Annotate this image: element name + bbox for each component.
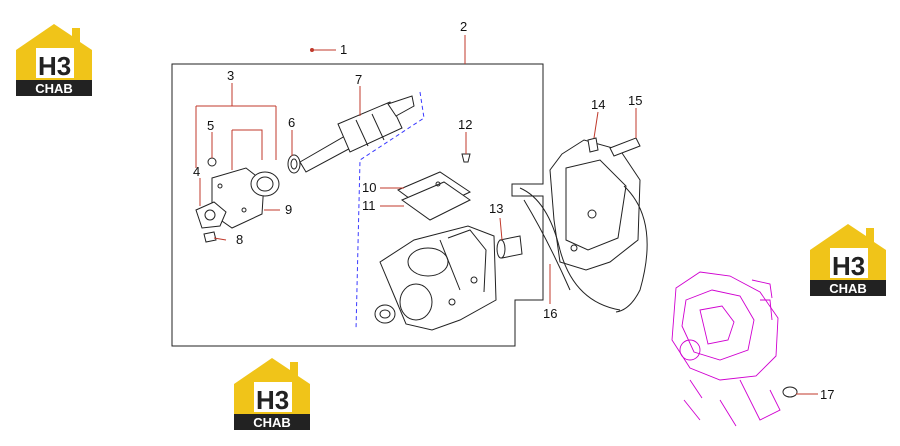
bolt-14-part xyxy=(587,137,599,153)
callout-4: 4 xyxy=(193,164,200,179)
logo-bottom-text: CHAB xyxy=(829,281,867,296)
logo-top-text: H3 xyxy=(832,251,865,281)
brand-logo-bottom: H3 CHAB xyxy=(234,358,310,430)
front-seal-part xyxy=(374,304,396,324)
subassembly-bracket xyxy=(355,91,425,331)
plug-17-part xyxy=(782,386,798,398)
callout-10: 10 xyxy=(362,180,376,195)
callout-7: 7 xyxy=(355,72,362,87)
callout-12: 12 xyxy=(458,117,472,132)
callout-11: 11 xyxy=(362,198,376,213)
callout-15: 15 xyxy=(628,93,642,108)
pin-part xyxy=(203,231,217,243)
bolt-15-part xyxy=(609,137,641,157)
seal-ring-part xyxy=(287,154,301,174)
callout-8: 8 xyxy=(236,232,243,247)
callout-labels: 1 2 3 4 5 6 7 8 9 10 11 12 13 14 15 16 1… xyxy=(193,19,834,402)
callout-1: 1 xyxy=(340,42,347,57)
callout-14: 14 xyxy=(591,97,605,112)
cylinder-part xyxy=(496,235,523,259)
callout-2: 2 xyxy=(460,19,467,34)
callout-5: 5 xyxy=(207,118,214,133)
main-housing-part xyxy=(379,225,497,331)
callout-17: 17 xyxy=(820,387,834,402)
shaft-part xyxy=(299,95,415,173)
assembly-outline xyxy=(171,63,544,347)
logo-bottom-text: CHAB xyxy=(253,415,291,430)
bolt-part xyxy=(207,157,217,167)
leader-lines xyxy=(195,35,818,395)
brand-logo-right: H3 CHAB xyxy=(810,224,886,296)
callout-13: 13 xyxy=(489,201,503,216)
plug-part xyxy=(461,153,471,163)
top-cover-plate xyxy=(396,171,472,221)
logo-top-text: H3 xyxy=(256,385,289,415)
gasket-part xyxy=(195,201,227,229)
callout-3: 3 xyxy=(227,68,234,83)
flywheel-housing-part xyxy=(519,139,648,313)
callout-16: 16 xyxy=(543,306,557,321)
brand-logo-top-left: H3 CHAB xyxy=(16,24,92,96)
logo-top-text: H3 xyxy=(38,51,71,81)
ghost-engine xyxy=(671,271,781,427)
logo-bottom-text: CHAB xyxy=(35,81,73,96)
callout-6: 6 xyxy=(288,115,295,130)
callout-9: 9 xyxy=(285,202,292,217)
